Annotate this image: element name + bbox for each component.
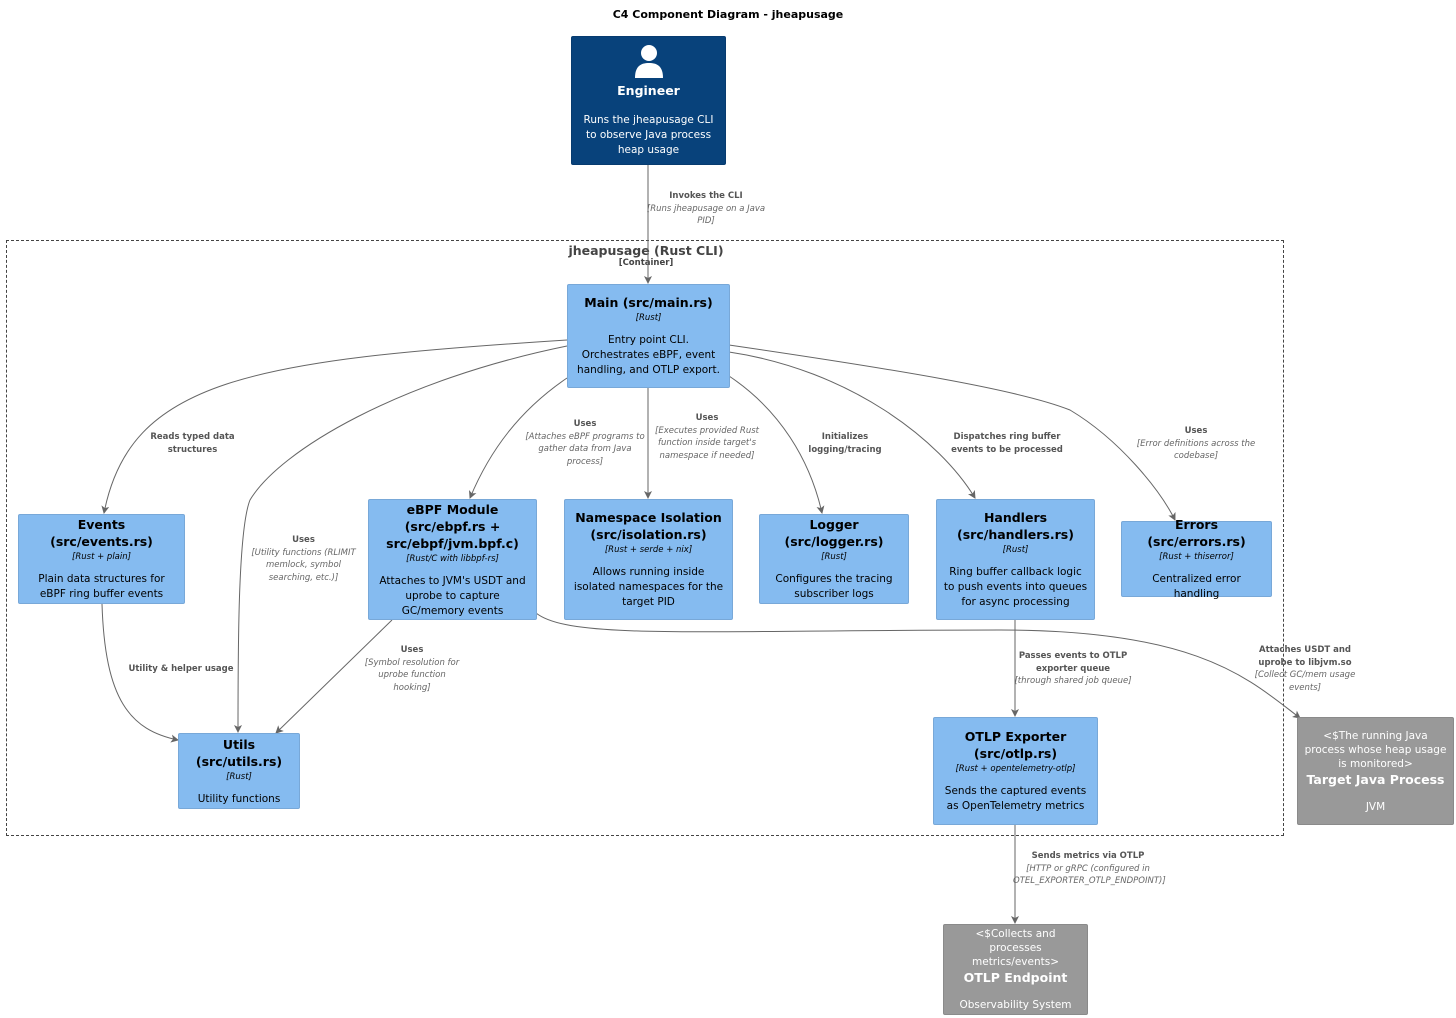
relation-label: Utility & helper usage [128,664,234,674]
relation-label: Sends metrics via OTLP [1031,851,1145,861]
relation-label: Uses [292,535,315,545]
relation-tech: [Symbol resolution for uprobe function h… [364,657,460,693]
component-utils[interactable]: Utils (src/utils.rs) [Rust] Utility functi… [178,733,300,809]
component-name: Utils (src/utils.rs) [195,736,283,769]
edge-util-helper [101,603,179,743]
label-ebpf-utils: Uses [Symbol resolution for uprobe functi… [362,644,462,694]
component-desc: Entry point CLI. Orchestrates eBPF, even… [577,334,720,376]
external-desc: Observability System [959,999,1072,1011]
label-uses-utils: Uses [Utility functions (RLIMIT memlock, … [250,534,357,584]
component-name: eBPF Module (src/ebpf.rs + src/ebpf/jvm.… [386,501,519,551]
component-handlers[interactable]: Handlers (src/handlers.rs) [Rust] Ring buf… [936,499,1095,620]
component-name: OTLP Exporter (src/otlp.rs) [964,729,1067,761]
relation-label: Invokes the CLI [669,191,743,201]
component-errors[interactable]: Errors (src/errors.rs) [Rust + thiserror]… [1121,517,1272,600]
boundary-type: [Container] [618,258,674,268]
component-desc: Ring buffer callback logic to push event… [943,566,1088,608]
relation-label: Dispatches ring buffer events to be proc… [951,432,1063,455]
component-tech: [Rust/C with libbpf-rs] [406,553,499,564]
label-uses-iso: Uses [Executes provided Rust function ins… [648,412,766,462]
component-tech: [Rust + thiserror] [1159,552,1234,562]
person-engineer[interactable]: Engineer Runs the jheapusage CLI to obse… [571,36,726,165]
component-tech: [Rust] [226,771,252,782]
component-name: Namespace Isolation (src/isolation.rs) [575,510,722,542]
relation-label: Reads typed data structures [150,432,235,455]
engineer-name: Engineer [617,82,680,98]
component-name: Errors (src/errors.rs) [1147,517,1246,549]
component-tech: [Rust + plain] [72,552,131,562]
component-events[interactable]: Events (src/events.rs) [Rust + plain] Plai… [18,514,185,604]
component-otlp[interactable]: OTLP Exporter (src/otlp.rs) [Rust + opent… [933,717,1098,825]
component-desc: Plain data structures for eBPF ring buff… [38,573,165,600]
component-tech: [Rust] [635,313,662,323]
boundary-name: jheapusage (Rust CLI) [568,243,724,258]
component-tech: [Rust] [1002,545,1029,555]
external-target-java[interactable]: <$The running Java process whose heap us… [1297,717,1454,825]
component-isolation[interactable]: Namespace Isolation (src/isolation.rs) [R… [564,499,733,620]
relation-label: Uses [695,413,719,423]
label-util-helper: Utility & helper usage [120,663,242,676]
edge-uses-ebpf [469,377,568,499]
component-logger[interactable]: Logger (src/logger.rs) [Rust] Configures t… [759,514,909,604]
diagram-title: C4 Component Diagram - jheapusage [612,8,844,21]
component-ebpf[interactable]: eBPF Module (src/ebpf.rs + src/ebpf/jvm.… [368,499,537,620]
component-name: Handlers (src/handlers.rs) [957,510,1074,542]
edge-attaches [535,612,1301,719]
component-tech: [Rust] [821,552,847,562]
relation-tech: [Attaches eBPF programs to gather data f… [525,431,645,467]
relation-label: Initializes logging/tracing [808,432,882,455]
component-desc: Allows running inside isolated namespace… [573,566,724,608]
label-uses-ebpf: Uses [Attaches eBPF programs to gather da… [524,418,646,468]
relation-tech: [Error definitions across the codebase] [1136,438,1256,462]
component-name: Events (src/events.rs) [50,517,153,549]
component-main[interactable]: Main (src/main.rs) [Rust] Entry point CLI.… [567,284,730,388]
component-tech: [Rust + serde + nix] [604,545,693,555]
external-desc: JVM [1365,800,1386,813]
relation-label: Uses [400,645,424,655]
edge-dispatch [728,351,976,499]
external-stereotype: <$Collects and processes metrics/events> [972,928,1059,968]
label-reads: Reads typed data structures [140,431,245,456]
relation-label: Passes events to OTLP exporter queue [1018,651,1128,674]
label-dispatch: Dispatches ring buffer events to be proc… [948,431,1066,456]
engineer-desc: Runs the jheapusage CLI to observe Java … [583,113,714,156]
label-uses-err: Uses [Error definitions across the codeba… [1135,425,1257,463]
external-name: OTLP Endpoint [963,970,1068,985]
edge-reads [101,339,568,514]
relation-tech: [Executes provided Rust function inside … [655,425,759,461]
component-name: Logger (src/logger.rs) [784,517,884,549]
person-icon [634,44,663,78]
relation-tech: [Collect GC/mem usage events] [1254,670,1356,693]
relation-label: Uses [1184,426,1208,436]
label-invokes: Invokes the CLI [Runs jheapusage on a Jav… [645,190,767,228]
relation-label: Attaches USDT and uprobe to libjvm.so [1258,645,1352,668]
relation-label: Uses [573,419,597,429]
component-desc: Utility functions [197,792,281,805]
edge-ebpf-utils [275,619,393,734]
component-desc: Centralized error handling [1152,573,1241,600]
edge-uses-err [728,344,1176,521]
label-passes: Passes events to OTLP exporter queue [thr… [1012,650,1134,688]
relation-tech: [HTTP or gRPC (configured in OTEL_EXPORT… [1013,863,1166,887]
external-stereotype: <$The running Java process whose heap us… [1304,729,1447,770]
external-name: Target Java Process [1306,771,1445,787]
component-desc: Sends the captured events as OpenTelemet… [944,785,1087,812]
component-name: Main (src/main.rs) [584,295,713,310]
edge-init-log [728,375,825,514]
component-desc: Attaches to JVM's USDT and uprobe to cap… [379,574,526,617]
relation-tech: [Utility functions (RLIMIT memlock, symb… [251,547,356,583]
label-init-log: Initializes logging/tracing [800,431,890,456]
label-sends: Sends metrics via OTLP [HTTP or gRPC (con… [1013,850,1166,888]
relation-tech: [Runs jheapusage on a Java PID] [646,203,766,227]
component-desc: Configures the tracing subscriber logs [775,573,893,600]
relation-tech: [through shared job queue] [1014,676,1132,686]
component-tech: [Rust + opentelemetry-otlp] [955,764,1076,774]
container-boundary: jheapusage (Rust CLI)[Container] [6,240,1284,836]
external-otlp-endpoint[interactable]: <$Collects and processes metrics/events>… [943,924,1088,1015]
edge-uses-utils [234,345,568,733]
label-attaches: Attaches USDT and uprobe to libjvm.so[Co… [1252,644,1358,694]
